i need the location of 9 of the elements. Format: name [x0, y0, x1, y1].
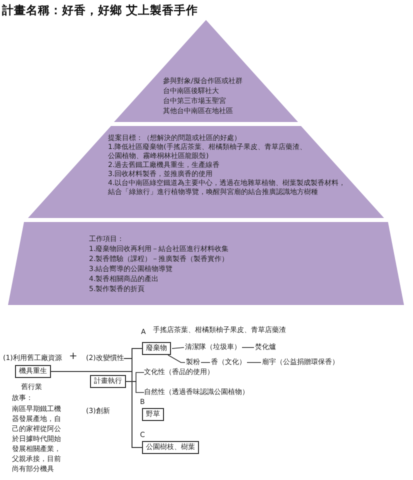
- connector-line: [246, 362, 262, 363]
- connector-line: [50, 371, 142, 448]
- plus-sign: +: [69, 351, 78, 363]
- connector-line: [172, 347, 184, 349]
- connector-line: [126, 381, 144, 393]
- connector-line: [242, 347, 254, 348]
- title: 計畫名稱：好香，好鄉 艾上製香手作: [2, 3, 198, 17]
- connector-line: [200, 362, 210, 363]
- connector-line: [168, 354, 186, 363]
